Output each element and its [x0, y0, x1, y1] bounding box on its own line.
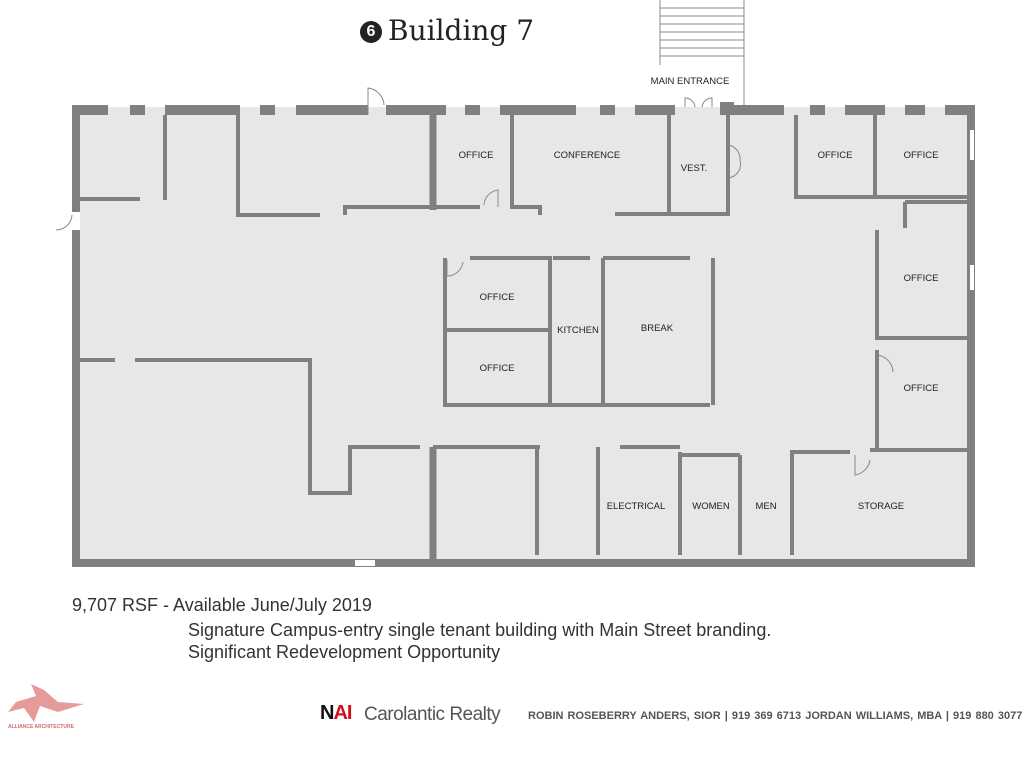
floor-area — [72, 107, 975, 565]
entrance-stairs — [659, 0, 745, 107]
building-number-badge: 6 — [360, 21, 382, 43]
room-label-storage: STORAGE — [858, 501, 904, 512]
floor-plan: MAIN ENTRANCE OFFICE CONFERENCE VEST. OF… — [55, 0, 975, 567]
room-label-conference: CONFERENCE — [554, 150, 621, 161]
description-line: Significant Redevelopment Opportunity — [188, 642, 501, 662]
room-label-women: WOMEN — [692, 501, 730, 512]
room-label-office: OFFICE — [904, 150, 939, 161]
nai-logo-ai: AI — [333, 702, 352, 724]
door-swings — [55, 87, 894, 476]
room-label-office: OFFICE — [904, 273, 939, 284]
contact-info: ROBIN ROSEBERRY ANDERS, SIOR | 919 369 6… — [528, 710, 1023, 722]
description-line: Signature Campus-entry single tenant bui… — [188, 620, 772, 640]
room-label-office: OFFICE — [904, 383, 939, 394]
main-entrance-label: MAIN ENTRANCE — [651, 76, 730, 87]
rsf-availability: 9,707 RSF - Available June/July 2019 — [72, 595, 372, 615]
building-title: 6 Building 7 — [360, 14, 534, 47]
nai-logo-n: N — [320, 702, 334, 724]
room-label-office: OFFICE — [459, 150, 494, 161]
windows — [72, 130, 974, 566]
room-label-office: OFFICE — [818, 150, 853, 161]
room-label-kitchen: KITCHEN — [557, 325, 599, 336]
room-label-vestibule: VEST. — [681, 163, 707, 174]
room-label-office: OFFICE — [480, 363, 515, 374]
room-label-break: BREAK — [641, 323, 674, 334]
nai-logo: NAI — [320, 702, 352, 725]
building-title-text: Building 7 — [388, 14, 535, 47]
interior-walls — [80, 115, 975, 560]
room-label-electrical: ELECTRICAL — [607, 501, 666, 512]
room-label-men: MEN — [755, 501, 776, 512]
exterior-walls — [72, 102, 975, 567]
room-label-office: OFFICE — [480, 292, 515, 303]
alliance-architecture-text: ALLIANCE ARCHITECTURE — [8, 724, 74, 730]
alliance-architecture-logo — [8, 684, 84, 722]
brand-name: Carolantic Realty — [364, 704, 501, 725]
